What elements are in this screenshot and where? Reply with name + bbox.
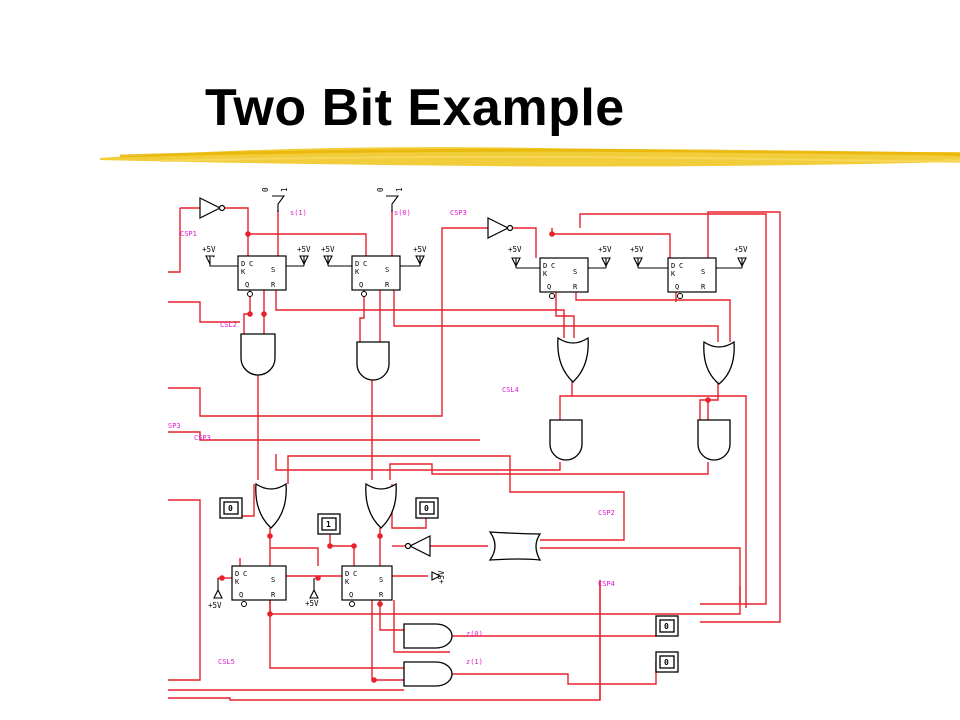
svg-text:+5V: +5V [630, 245, 644, 254]
svg-text:S: S [271, 266, 275, 274]
svg-text:Q: Q [675, 283, 679, 291]
switch-s1-pos0: 0 [261, 187, 270, 192]
svg-text:+5V: +5V [413, 245, 427, 254]
svg-text:C: C [243, 570, 247, 578]
source-box-1-value: 1 [326, 520, 331, 529]
switch-s0-pos0: 0 [376, 187, 385, 192]
label-csl4: CSL4 [502, 386, 519, 394]
svg-text:R: R [379, 591, 384, 599]
svg-text:K: K [235, 578, 240, 586]
power-labels: +5V +5V +5V +5V +5V +5V +5V +5V +5V +5V … [202, 245, 748, 610]
label-z0: z(0) [466, 630, 483, 638]
svg-text:K: K [543, 270, 548, 278]
switch-s1-pos1: 1 [280, 187, 289, 192]
label-csp3: CSP3 [194, 434, 211, 442]
svg-text:+5V: +5V [202, 245, 216, 254]
svg-text:S: S [385, 266, 389, 274]
inverter-middle [404, 535, 431, 557]
output-box-z0 [655, 615, 679, 637]
svg-text:+5V: +5V [208, 601, 222, 610]
power-symbols [205, 255, 747, 599]
switch-s0 [386, 195, 400, 212]
svg-text:S: S [379, 576, 383, 584]
label-sp3: SP3 [168, 422, 181, 430]
svg-text:S: S [271, 576, 275, 584]
svg-text:+5V: +5V [598, 245, 612, 254]
label-csl5: CSL5 [218, 658, 235, 666]
svg-text:D: D [345, 570, 349, 578]
label-z1: z(1) [466, 658, 483, 666]
ff-pin-labels: D C K S Q R D C K S Q R D C K S Q R D C … [235, 260, 706, 599]
svg-text:C: C [249, 260, 253, 268]
svg-text:D: D [235, 570, 239, 578]
slide-title: Two Bit Example [205, 79, 625, 137]
output-box-z1-value: 0 [664, 658, 669, 667]
svg-text:Q: Q [547, 283, 551, 291]
svg-text:Q: Q [359, 281, 363, 289]
label-s1: s(1) [290, 209, 307, 217]
source-box-0a [219, 497, 243, 519]
svg-text:S: S [573, 268, 577, 276]
svg-text:+5V: +5V [305, 599, 319, 608]
svg-text:K: K [671, 270, 676, 278]
svg-text:R: R [701, 283, 706, 291]
svg-text:R: R [271, 591, 276, 599]
svg-text:+5V: +5V [734, 245, 748, 254]
label-csp1: CSP1 [180, 230, 197, 238]
svg-text:+5V: +5V [297, 245, 311, 254]
and-gates [240, 333, 731, 687]
label-csp2: CSP2 [598, 509, 615, 517]
signal-labels: CSP1 s(1) s(0) CSP3 CSL2 CSL4 SP3 CSP3 C… [168, 209, 615, 666]
junctions [219, 231, 711, 683]
svg-text:K: K [355, 268, 360, 276]
svg-text:+5V: +5V [508, 245, 522, 254]
svg-text:C: C [551, 262, 555, 270]
svg-text:S: S [701, 268, 705, 276]
switch-s1 [272, 195, 286, 212]
output-box-z1 [655, 651, 679, 673]
svg-text:+5V: +5V [321, 245, 335, 254]
source-box-0b-value: 0 [424, 504, 429, 513]
or-gates [255, 336, 735, 561]
svg-text:D: D [543, 262, 547, 270]
label-csp4: CSP4 [598, 580, 615, 588]
output-box-z0-value: 0 [664, 622, 669, 631]
source-box-0b [415, 497, 439, 519]
svg-text:D: D [355, 260, 359, 268]
svg-text:C: C [679, 262, 683, 270]
source-box-0a-value: 0 [228, 504, 233, 513]
flipflops-top [231, 255, 717, 601]
svg-text:R: R [385, 281, 390, 289]
svg-text:K: K [345, 578, 350, 586]
svg-text:C: C [353, 570, 357, 578]
label-csp3-top: CSP3 [450, 209, 467, 217]
svg-text:Q: Q [245, 281, 249, 289]
svg-text:R: R [573, 283, 578, 291]
svg-text:D: D [241, 260, 245, 268]
svg-text:+5V: +5V [437, 570, 446, 584]
svg-text:D: D [671, 262, 675, 270]
svg-text:Q: Q [349, 591, 353, 599]
switch-s0-pos1: 1 [395, 187, 404, 192]
title-underline-brush [100, 147, 960, 167]
svg-text:Q: Q [239, 591, 243, 599]
svg-text:C: C [363, 260, 367, 268]
svg-text:R: R [271, 281, 276, 289]
label-s0: s(0) [394, 209, 411, 217]
inverter-top-right [487, 217, 514, 239]
source-box-1 [317, 513, 341, 535]
inverter-top-left [199, 197, 226, 219]
svg-text:K: K [241, 268, 246, 276]
label-csl2: CSL2 [220, 321, 237, 329]
